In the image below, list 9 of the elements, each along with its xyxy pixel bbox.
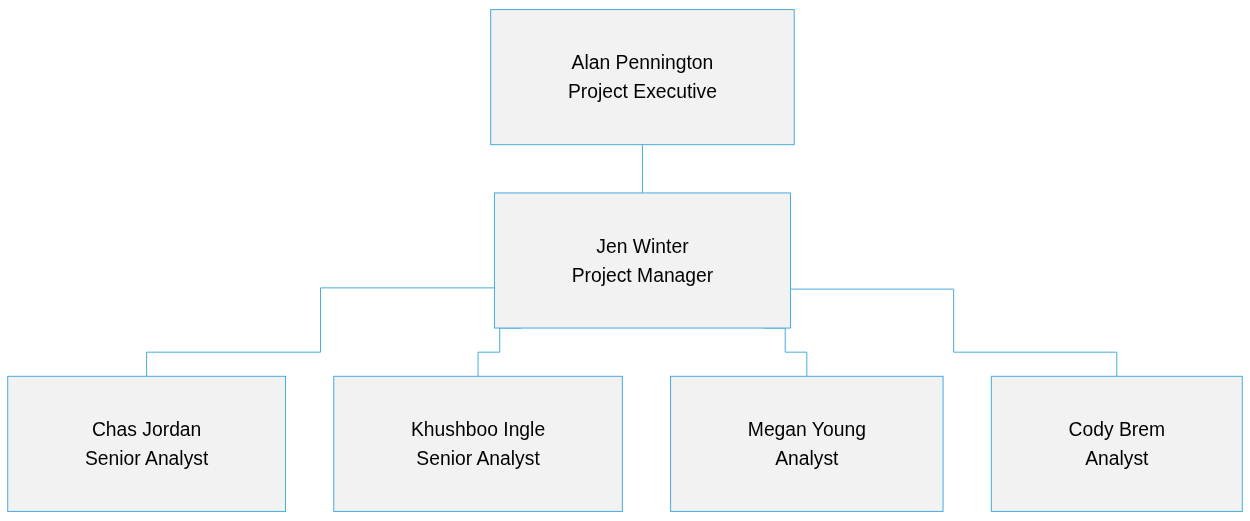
node-box: Jen Winter Project Manager — [493, 192, 791, 329]
connector — [790, 288, 1118, 377]
connector — [641, 144, 643, 194]
node-box: Megan Young Analyst — [670, 375, 944, 512]
node-box: Khushboo Ingle Senior Analyst — [333, 375, 623, 512]
node-box: Chas Jordan Senior Analyst — [7, 375, 286, 512]
connector — [146, 287, 495, 377]
node-box: Alan Pennington Project Executive — [490, 9, 795, 146]
node-box: Cody Brem Analyst — [990, 375, 1243, 512]
